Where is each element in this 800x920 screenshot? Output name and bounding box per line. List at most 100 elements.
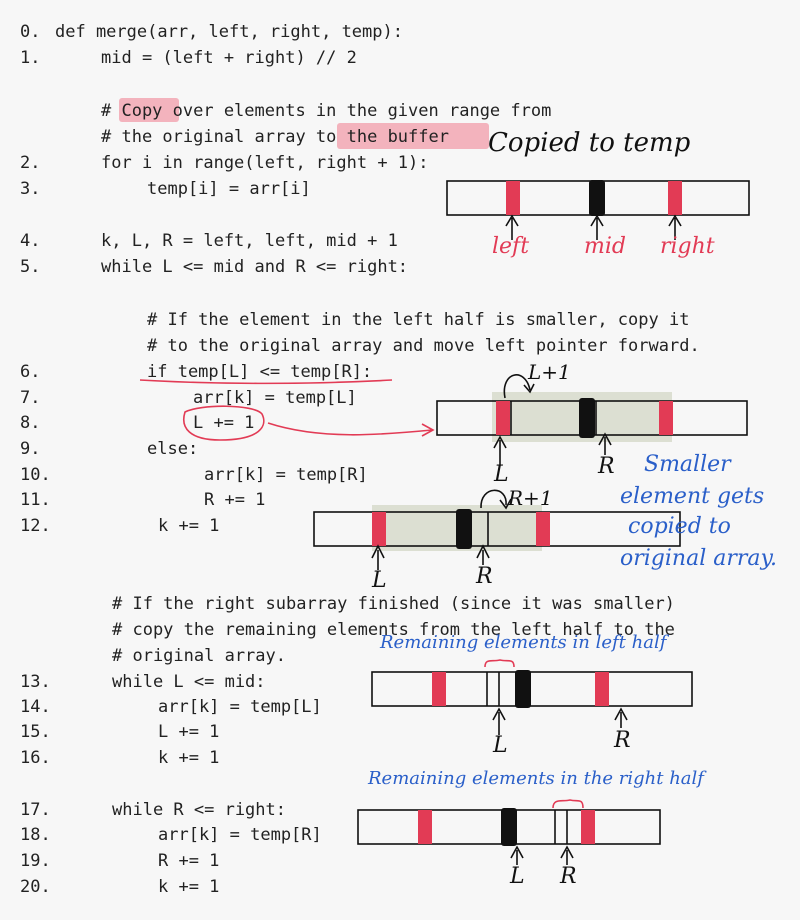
highlight-copy: [119, 98, 179, 122]
annotation-r-plus-1: R+1: [508, 486, 553, 510]
code-comment: # If the element in the left half is sma…: [147, 310, 690, 330]
array-3: [313, 511, 681, 547]
annotation-smaller-2: element gets: [620, 484, 765, 509]
annotation-smaller-1: Smaller: [644, 452, 731, 477]
annotation-left: left: [492, 234, 530, 259]
line-number: 15.: [20, 722, 51, 742]
code-line: def merge(arr, left, right, temp):: [55, 22, 403, 42]
marker-5-mid: [501, 808, 517, 846]
code-line: L += 1: [193, 413, 255, 433]
arrow-left: [505, 214, 519, 240]
code-comment: # Copy over elements in the given range …: [101, 101, 552, 121]
annotation-mid: mid: [584, 234, 626, 259]
line-number: 2.: [20, 153, 41, 173]
arrow-3-R: [476, 544, 490, 565]
arrow-5-R: [560, 845, 574, 865]
marker-2-left: [496, 401, 510, 435]
marker-5-left: [418, 810, 432, 844]
pointer-label-R: R: [476, 564, 493, 589]
marker-mid: [589, 180, 605, 216]
line-number: 7.: [20, 388, 41, 408]
code-line: while R <= right:: [112, 800, 286, 820]
code-line: k += 1: [158, 877, 220, 897]
line-number: 17.: [20, 800, 51, 820]
marker-3-right: [536, 512, 550, 546]
line-number: 4.: [20, 231, 41, 251]
annotation-remaining-left: Remaining elements in left half: [380, 632, 667, 653]
line-number: 11.: [20, 490, 51, 510]
pointer-label-L: L: [372, 568, 387, 593]
code-line: R += 1: [158, 851, 220, 871]
line-number: 1.: [20, 48, 41, 68]
arrow-4-L: [492, 707, 506, 735]
pointer-label-L: L: [494, 462, 509, 487]
marker-2-right: [659, 401, 673, 435]
annotation-smaller-3: copied to: [628, 514, 731, 539]
code-comment: # to the original array and move left po…: [147, 336, 700, 356]
line-number: 20.: [20, 877, 51, 897]
marker-right: [668, 181, 682, 215]
marker-2-mid: [579, 398, 595, 438]
pointer-label-L: L: [493, 733, 508, 758]
pointer-label-R: R: [560, 864, 577, 889]
code-line: k += 1: [158, 748, 220, 768]
code-line: arr[k] = temp[R]: [158, 825, 322, 845]
curve-R-plus-1: [480, 489, 507, 509]
line-number: 14.: [20, 697, 51, 717]
curve-L-plus-1: [503, 374, 531, 399]
line-number: 10.: [20, 465, 51, 485]
brace-left-half: [484, 659, 515, 668]
line-number: 13.: [20, 672, 51, 692]
code-line: arr[k] = temp[R]: [204, 465, 368, 485]
underline-if: [139, 379, 393, 385]
marker-4-mid: [515, 670, 531, 708]
code-line: while L <= mid:: [112, 672, 266, 692]
circle-L-plus-1: [183, 405, 265, 441]
annotation-remaining-right: Remaining elements in the right half: [368, 768, 704, 789]
code-line: k += 1: [158, 516, 220, 536]
code-comment: # the original array to the buffer: [101, 127, 449, 147]
arrow-2-L: [493, 435, 507, 465]
highlight-to-the-buffer: [337, 123, 489, 149]
line-number: 3.: [20, 179, 41, 199]
marker-left: [506, 181, 520, 215]
pointer-label-R: R: [598, 454, 615, 479]
annotation-copied-to-temp: Copied to temp: [488, 128, 691, 158]
line-number: 9.: [20, 439, 41, 459]
marker-4-left: [432, 672, 446, 706]
annotation-l-plus-1: L+1: [528, 360, 571, 384]
pointer-label-R: R: [614, 728, 631, 753]
arrow-4-R: [614, 707, 628, 728]
line-number: 6.: [20, 362, 41, 382]
line-number: 0.: [20, 22, 41, 42]
line-number: 18.: [20, 825, 51, 845]
line-number: 19.: [20, 851, 51, 871]
arrow-5-L: [510, 845, 524, 865]
arrow-mid: [590, 214, 604, 240]
code-line: temp[i] = arr[i]: [147, 179, 311, 199]
annotation-right: right: [660, 234, 715, 259]
line-number: 8.: [20, 413, 41, 433]
code-line: while L <= mid and R <= right:: [101, 257, 409, 277]
code-line: mid = (left + right) // 2: [101, 48, 357, 68]
code-line: arr[k] = temp[L]: [193, 388, 357, 408]
arrow-3-L: [371, 544, 385, 570]
annotation-smaller-4: original array.: [620, 546, 777, 571]
pointer-label-L: L: [510, 864, 525, 889]
brace-right-half: [552, 799, 584, 809]
code-comment: # copy the remaining elements from the l…: [112, 620, 675, 640]
marker-3-mid: [456, 509, 472, 549]
line-number: 5.: [20, 257, 41, 277]
code-line: for i in range(left, right + 1):: [101, 153, 429, 173]
code-line: R += 1: [204, 490, 266, 510]
marker-4-right: [595, 672, 609, 706]
code-line: k, L, R = left, left, mid + 1: [101, 231, 398, 251]
line-number: 16.: [20, 748, 51, 768]
marker-3-left: [372, 512, 386, 546]
line-number: 12.: [20, 516, 51, 536]
code-line: arr[k] = temp[L]: [158, 697, 322, 717]
code-line: L += 1: [158, 722, 220, 742]
code-comment: # If the right subarray finished (since …: [112, 594, 675, 614]
